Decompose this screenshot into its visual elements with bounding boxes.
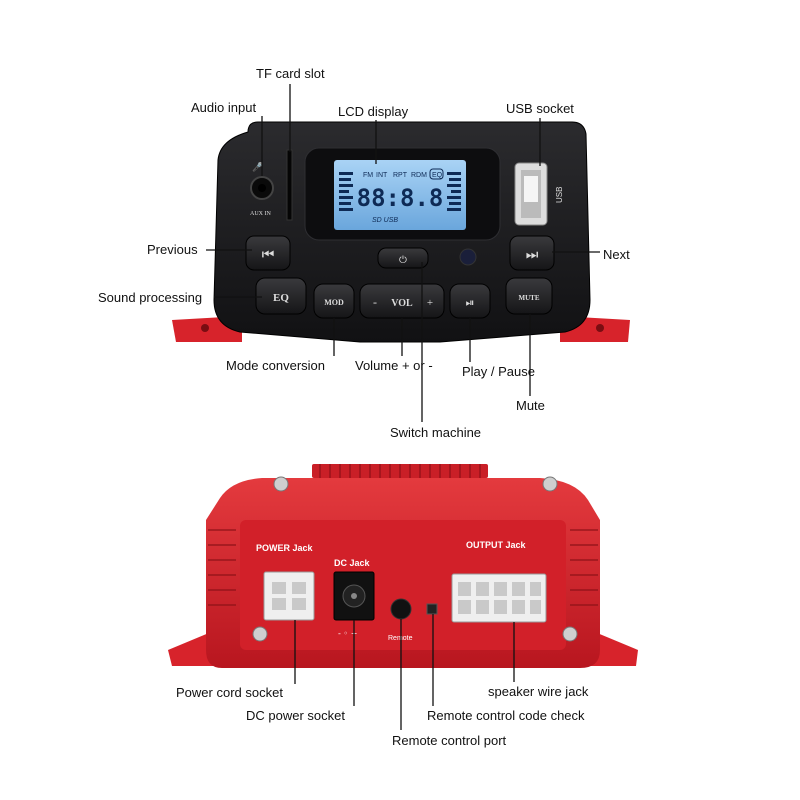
output-jack[interactable] xyxy=(451,573,547,623)
lcd-indicator-int: INT xyxy=(376,172,388,179)
lcd-level-bars-left xyxy=(339,172,353,211)
mic-icon: 🎤 xyxy=(252,161,263,173)
front-unit: FM INT RPT RDM EQ 88:8.8 SD USB 🎤 AUX IN… xyxy=(172,121,630,343)
vol-minus-label: - xyxy=(373,295,377,309)
power-jack-label: POWER Jack xyxy=(256,543,314,553)
label-play-pause: Play / Pause xyxy=(462,364,535,379)
lcd-indicator-rpt: RPT xyxy=(393,172,408,179)
lcd-indicator-fm: FM xyxy=(363,172,373,179)
usb-socket[interactable] xyxy=(514,162,548,226)
lcd-sd-usb: SD USB xyxy=(372,217,398,224)
lcd-indicator-eq: EQ xyxy=(432,172,443,179)
vol-label: VOL xyxy=(391,298,413,309)
label-sound-processing: Sound processing xyxy=(98,290,203,305)
previous-button[interactable]: ⏮ xyxy=(245,235,291,271)
eq-button[interactable]: EQ xyxy=(255,277,307,315)
label-usb-socket: USB socket xyxy=(506,101,574,116)
mod-button[interactable]: MOD xyxy=(313,283,355,319)
power-button[interactable]: ⏻ xyxy=(377,247,429,269)
label-lcd-display: LCD display xyxy=(338,104,409,119)
lcd-screen xyxy=(334,160,466,230)
dc-polarity-symbol: - ◦ + xyxy=(338,629,357,638)
dc-jack[interactable] xyxy=(333,571,375,621)
dc-jack-label: DC Jack xyxy=(334,558,371,568)
play-pause-icon: ⏯ xyxy=(466,296,475,309)
remote-code-check-button[interactable] xyxy=(426,603,438,615)
play-pause-button[interactable]: ⏯ xyxy=(449,283,491,319)
label-tf-card-slot: TF card slot xyxy=(256,66,325,81)
label-power-cord-socket: Power cord socket xyxy=(176,685,283,700)
output-jack-label: OUTPUT Jack xyxy=(466,540,527,550)
usb-text: USB xyxy=(555,187,564,203)
remote-label: Remote xyxy=(388,635,413,642)
mod-button-label: MOD xyxy=(324,298,344,307)
lcd-level-bars-right xyxy=(447,172,461,211)
remote-port[interactable] xyxy=(390,598,412,620)
label-switch-machine: Switch machine xyxy=(390,425,482,440)
aux-in-label: AUX IN xyxy=(250,211,271,217)
tf-card-slot[interactable] xyxy=(286,149,293,221)
label-remote-code-check: Remote control code check xyxy=(427,708,585,723)
label-mute: Mute xyxy=(516,398,545,413)
vol-plus-label: + xyxy=(427,297,433,309)
previous-icon: ⏮ xyxy=(262,247,275,263)
front-leader-lines xyxy=(206,84,600,422)
back-unit: POWER Jack DC Jack OUTPUT Jack - ◦ + Rem… xyxy=(168,464,638,668)
label-remote-control-port: Remote control port xyxy=(392,733,507,748)
label-mode-conversion: Mode conversion xyxy=(226,358,325,373)
next-icon: ⏭ xyxy=(526,247,539,263)
label-previous: Previous xyxy=(147,242,198,257)
label-audio-input: Audio input xyxy=(191,100,257,115)
next-button[interactable]: ⏭ xyxy=(509,235,555,271)
volume-button[interactable]: - VOL + xyxy=(359,283,445,319)
mute-button[interactable]: MUTE xyxy=(505,277,553,315)
label-dc-power-socket: DC power socket xyxy=(246,708,345,723)
eq-button-label: EQ xyxy=(273,292,289,304)
power-jack[interactable] xyxy=(263,571,315,621)
chassis-screws xyxy=(252,476,578,642)
label-volume: Volume + or - xyxy=(355,358,433,373)
label-next: Next xyxy=(603,247,630,262)
mute-button-label: MUTE xyxy=(519,294,540,302)
lcd-digits: 88:8.8 xyxy=(357,184,444,212)
ir-receiver xyxy=(459,248,477,266)
lcd-indicator-rdm: RDM xyxy=(411,172,427,179)
back-leader-lines xyxy=(294,614,515,730)
aux-input-jack[interactable] xyxy=(250,176,274,200)
label-speaker-wire-jack: speaker wire jack xyxy=(488,684,589,699)
power-icon: ⏻ xyxy=(399,255,407,266)
